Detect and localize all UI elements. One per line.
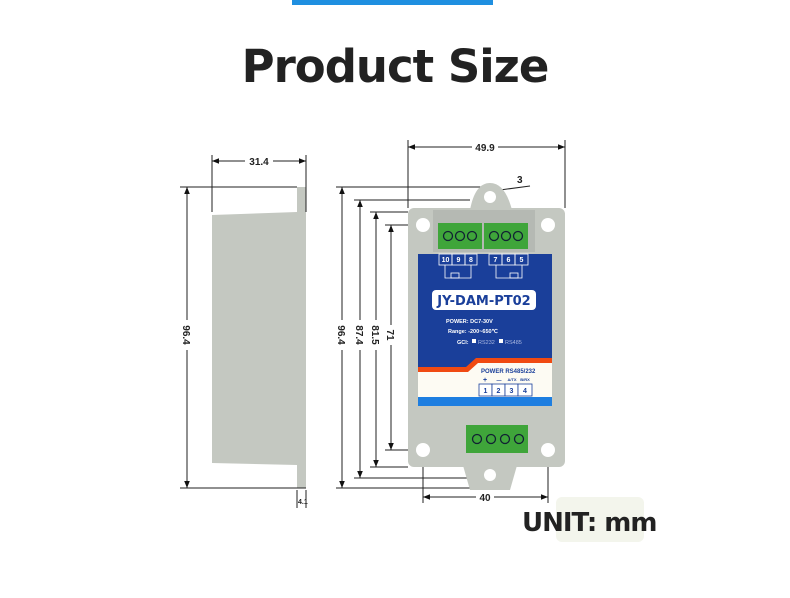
mount-hole	[541, 218, 555, 232]
power-header: POWER RS485/232	[481, 369, 536, 375]
signal-label: A/TX	[507, 377, 516, 382]
side-view	[212, 187, 306, 488]
dim-label-side-depth: 31.4	[249, 157, 269, 168]
terminal-label: 4	[523, 388, 527, 395]
dim-label-body-height: 81.5	[369, 325, 380, 345]
terminal-block-top-right	[484, 223, 528, 249]
front-view-device: 10 9 8 7 6 5 JY-DAM-PT02 POWER: DC7-30V …	[408, 183, 565, 490]
device-gci-option: RS232	[478, 340, 495, 346]
dim-label-flange: 4.1	[298, 499, 308, 506]
mount-hole	[484, 191, 496, 203]
terminal-label: 7	[494, 257, 498, 264]
polarity-label: —	[497, 378, 502, 384]
dim-label-front-width: 49.9	[475, 143, 495, 154]
dim-label-total-height: 96.4	[335, 325, 346, 345]
dim-label-hole-spacing-h: 40	[479, 493, 491, 504]
device-range-spec: Range: -200~650℃	[448, 328, 499, 335]
terminal-label: 1	[484, 388, 488, 395]
terminal-label: 5	[520, 257, 524, 264]
top-accent-bar	[292, 0, 493, 5]
terminal-label: 9	[457, 257, 461, 264]
dim-label-ear-height: 87.4	[353, 325, 364, 345]
signal-label: B/RX	[520, 377, 530, 382]
page-title: Product Size	[241, 40, 550, 93]
mount-hole	[484, 469, 496, 481]
terminal-label: 2	[497, 388, 501, 395]
dim-label-side-height: 96.4	[180, 325, 191, 345]
device-gci-label: GCI:	[457, 340, 469, 346]
terminal-label: 10	[442, 257, 450, 264]
terminal-label: 8	[469, 257, 473, 264]
unit-badge-bg	[556, 497, 644, 542]
dim-label-ear-hole: 3	[517, 175, 523, 186]
mount-hole	[541, 443, 555, 457]
terminal-block-bottom	[466, 425, 528, 453]
unit-label: UNIT: mm	[522, 508, 657, 538]
mount-hole	[416, 218, 430, 232]
terminal-block-top-left	[438, 223, 482, 249]
polarity-label: +	[483, 377, 487, 384]
dim-label-hole-spacing-v: 71	[384, 329, 395, 341]
device-power-spec: POWER: DC7-30V	[446, 319, 493, 325]
terminal-label: 6	[507, 257, 511, 264]
terminal-label: 3	[510, 388, 514, 395]
mount-hole	[416, 443, 430, 457]
device-gci-option: RS485	[505, 340, 522, 346]
device-model: JY-DAM-PT02	[436, 294, 530, 309]
